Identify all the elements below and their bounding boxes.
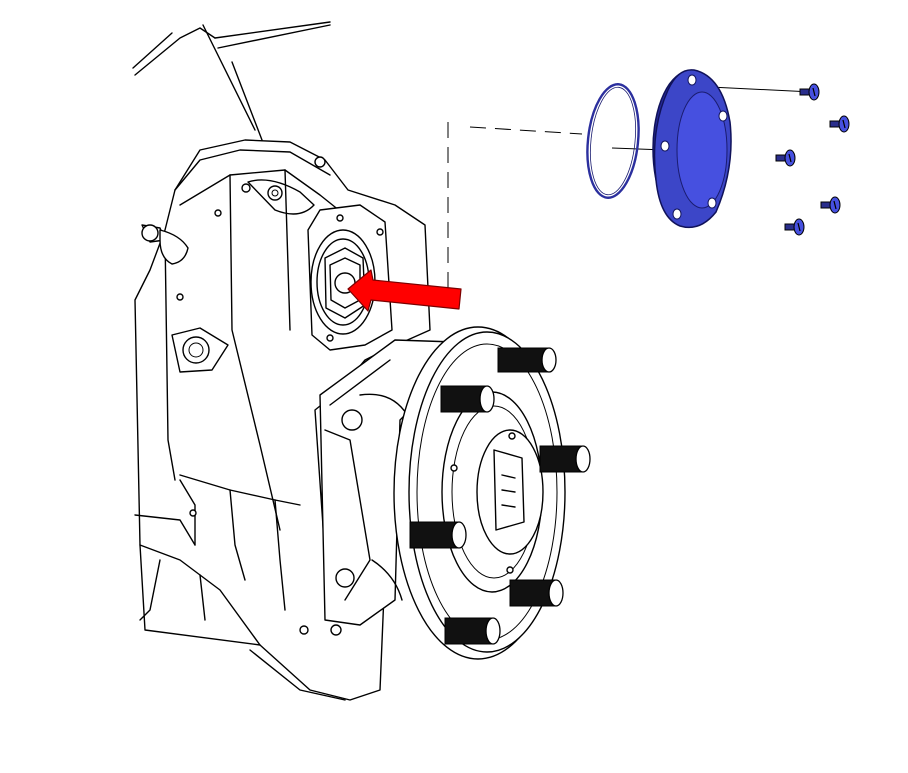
cover-screw-3 [775, 149, 796, 167]
cover-hole-2 [718, 110, 728, 122]
cover-hole-3 [660, 140, 670, 152]
wheel-studs [409, 347, 591, 645]
cover-screw-4 [820, 196, 841, 214]
wheel-stud-2 [440, 385, 495, 413]
cover-hole-5 [672, 208, 682, 220]
wheel-stud-1 [497, 347, 557, 373]
cover-hole-4 [707, 197, 717, 209]
wheel-stud-5 [509, 579, 564, 607]
cover-hole-1 [687, 74, 697, 86]
exploded-view-guides [447, 85, 813, 300]
wheel-stud-6 [444, 617, 501, 645]
cover-screws [775, 83, 850, 236]
cover-screw-1 [799, 83, 820, 101]
arrow-icon [347, 269, 462, 312]
cover-screw-2 [829, 115, 850, 133]
o-ring-drawing [586, 83, 640, 199]
cover-plate-drawing [652, 69, 732, 229]
wheel-stud-4 [409, 521, 467, 549]
wheel-hub-drawing [319, 326, 566, 660]
cover-screw-5 [784, 218, 805, 236]
wheel-stud-3 [539, 445, 591, 473]
hub-nut-recess-drawing [307, 204, 393, 351]
vehicle-frame-drawing [132, 21, 331, 141]
